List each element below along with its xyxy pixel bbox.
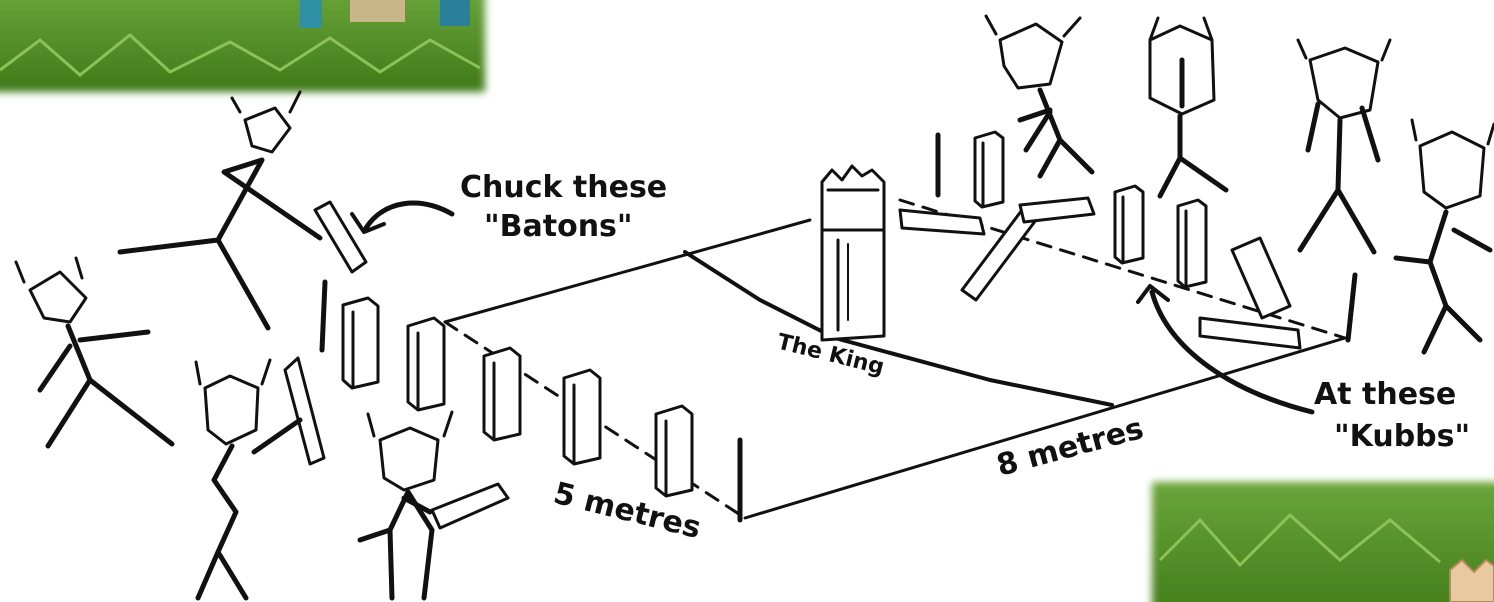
viking-figure-icon [1396,120,1494,352]
batons-label-line1: Chuck these [460,170,667,205]
viking-figure-icon [1150,18,1226,196]
kubb-row-left [343,298,692,496]
viking-figure-icon [120,92,320,328]
kubb-icon [1232,238,1290,318]
kubb-icon [656,406,692,496]
viking-figure-icon [16,258,172,446]
kubbs-label-line2: "Kubbs" [1334,419,1470,454]
baton-icon [1200,318,1300,348]
baton-icon [1020,198,1094,222]
kubb-icon [1115,186,1143,263]
kubb-icon [343,298,378,388]
arrow-kubbs [1152,292,1312,412]
kubb-icon [564,370,600,464]
kubb-icon [975,132,1003,207]
baton-icon [315,202,366,272]
baton-icon [900,210,984,234]
grass-photo-top-left [0,0,485,92]
viking-figure-icon [1298,40,1390,252]
baton-icon [285,358,324,464]
grass-photo-bottom-right [1152,482,1494,602]
kubb-icon [408,318,444,410]
viking-figure-icon [196,360,300,598]
kubb-icon [1178,200,1206,287]
king-icon [822,166,884,340]
viking-figure-icon [360,412,452,598]
batons-label-line2: "Batons" [484,209,633,244]
baton-icon [432,484,508,528]
kubb-icon [484,348,520,440]
kubbs-label-line1: At these [1314,377,1456,412]
